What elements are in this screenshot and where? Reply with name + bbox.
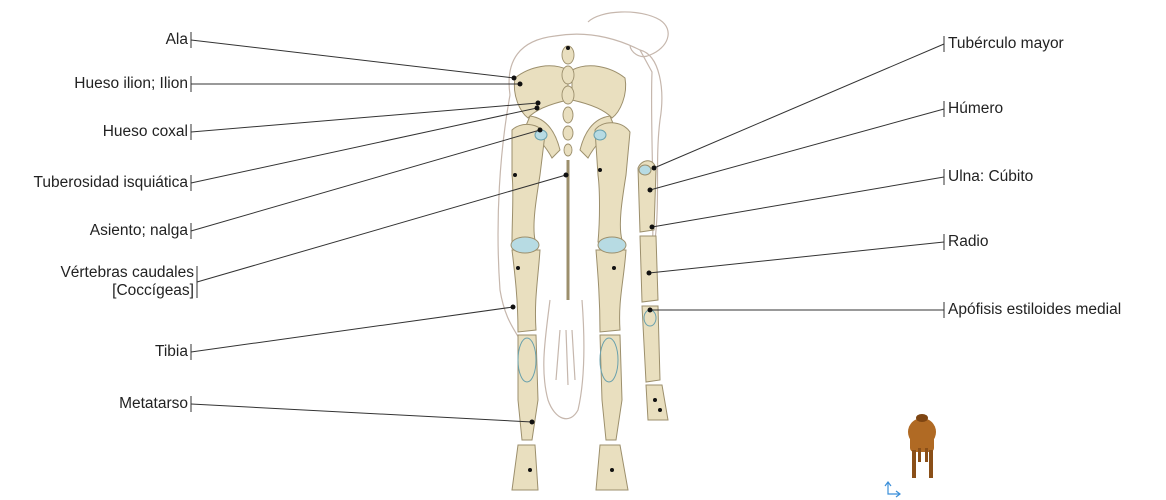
label-tuberculo-mayor: Tubérculo mayor bbox=[948, 35, 1064, 53]
label-metatarso: Metatarso bbox=[119, 395, 188, 413]
label-vertebras-caudales: Vértebras caudales [Coccígeas] bbox=[60, 264, 194, 300]
left-hind-leg bbox=[511, 124, 545, 490]
fore-leg bbox=[638, 161, 668, 420]
label-tibia: Tibia bbox=[155, 343, 188, 361]
label-hueso-ilion: Hueso ilion; Ilion bbox=[74, 75, 188, 93]
label-ulna-cubito: Ulna: Cúbito bbox=[948, 168, 1033, 186]
axis-orientation-icon bbox=[885, 482, 900, 497]
label-humero: Húmero bbox=[948, 100, 1003, 118]
label-apofisis-estiloides-medial: Apófisis estiloides medial bbox=[948, 301, 1121, 319]
cow-rear-view-icon[interactable] bbox=[908, 414, 936, 478]
label-tuberosidad-isquiatica: Tuberosidad isquiática bbox=[33, 174, 188, 192]
label-hueso-coxal: Hueso coxal bbox=[103, 123, 188, 141]
right-hind-leg bbox=[595, 123, 630, 490]
label-asiento-nalga: Asiento; nalga bbox=[90, 222, 188, 240]
label-ala: Ala bbox=[166, 31, 188, 49]
label-radio: Radio bbox=[948, 233, 989, 251]
